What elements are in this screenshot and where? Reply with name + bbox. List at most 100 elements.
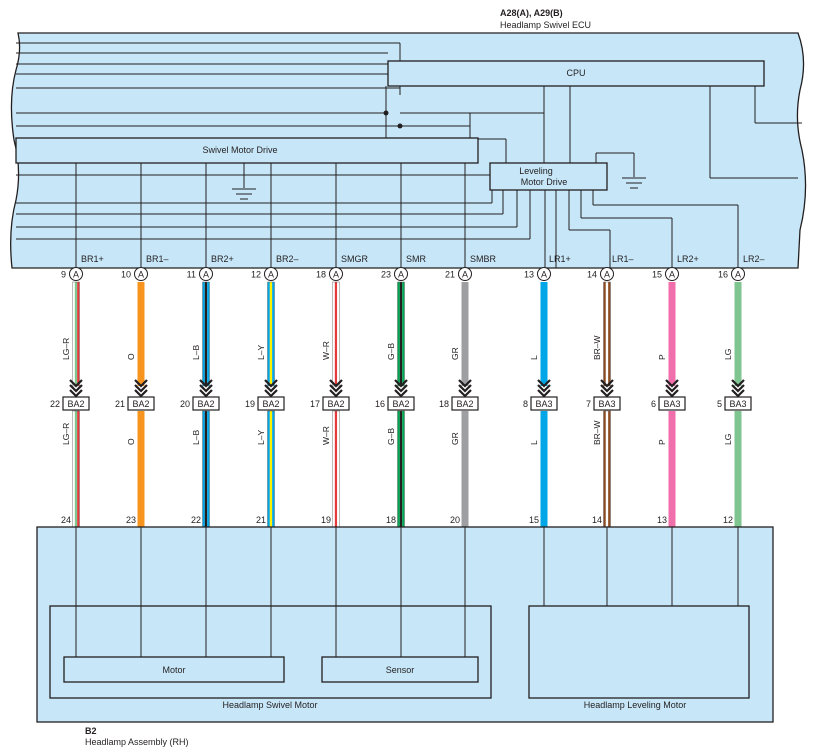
assembly-pin-number: 13 — [657, 515, 667, 525]
assembly-code: B2 — [85, 726, 97, 736]
wire-color-label-lower: LG — [723, 434, 733, 445]
wire-segment — [734, 411, 742, 527]
ecu-connector-marker — [134, 267, 148, 281]
joint-connector-box — [192, 396, 220, 411]
motor-block — [63, 656, 285, 683]
junction-dot — [383, 110, 389, 116]
junction-dot — [397, 123, 403, 129]
ecu-internal-wiring — [16, 42, 802, 268]
ecu-connector-marker — [394, 267, 408, 281]
wire-stripe — [74, 411, 78, 527]
wire-color-label-upper: L — [529, 355, 539, 360]
ecu-signal-label: LR1– — [612, 254, 634, 264]
wire-stripe — [332, 282, 335, 386]
wire-stripe — [402, 411, 405, 527]
ecu-pin-number: 18 — [316, 270, 326, 280]
joint-connector-label: BA2 — [67, 399, 84, 409]
wire-color-label-lower: BR–W — [592, 420, 602, 445]
ecu-connector-letter: A — [669, 270, 675, 280]
assembly-pin-number: 15 — [529, 515, 539, 525]
wire-color-label-lower: L–Y — [256, 430, 266, 445]
wire-color-label-lower: LG–R — [61, 423, 71, 445]
wire-stripe — [77, 411, 80, 527]
leveling-motor-drive-block — [489, 162, 608, 191]
wire-color-label-lower: G–B — [386, 428, 396, 445]
ecu-connector-letter: A — [604, 270, 610, 280]
wire-stripe — [603, 411, 606, 527]
ecu-pin-number: 13 — [524, 270, 534, 280]
ecu-signal-label: SMR — [406, 254, 427, 264]
circuit-lr2: LR2–A16LGLGBA3512LR2– — [717, 254, 765, 542]
assembly-pin-number: 12 — [723, 515, 733, 525]
headlamp-leveling-motor-label: Headlamp Leveling Motor — [584, 700, 687, 710]
ecu-connector-letter: A — [735, 270, 741, 280]
joint-connector-label: BA2 — [197, 399, 214, 409]
wire-stripe — [207, 282, 210, 386]
wire-stripe — [605, 282, 609, 386]
leveling-drive-label-line2: Motor Drive — [521, 177, 568, 187]
connector-chevron-icon — [665, 379, 679, 398]
wire-segment — [734, 282, 742, 386]
swivel-motor-drive-label: Swivel Motor Drive — [202, 145, 277, 155]
assembly-pin-number: 23 — [126, 515, 136, 525]
joint-connector-box — [451, 396, 479, 411]
wire-stripe — [267, 282, 270, 386]
wire-color-label-upper: G–B — [386, 343, 396, 360]
joint-pin-number: 7 — [586, 399, 591, 409]
wire-stripe — [269, 282, 273, 386]
joint-connector-label: BA2 — [132, 399, 149, 409]
connector-chevron-icon — [458, 379, 472, 398]
ecu-pin-number: 21 — [445, 270, 455, 280]
wire-segment — [461, 411, 469, 527]
ecu-name: Headlamp Swivel ECU — [500, 20, 591, 30]
ecu-signal-label: BR2+ — [211, 254, 234, 264]
wire-stripe — [603, 282, 606, 386]
wire-color-label-upper: GR — [450, 347, 460, 360]
ecu-connector-marker — [537, 267, 551, 281]
wire-stripe — [334, 411, 338, 527]
ecu-pin-number: 16 — [718, 270, 728, 280]
wire-stripe — [207, 411, 210, 527]
wire-stripe — [337, 282, 340, 386]
ecu-code: A28(A), A29(B) — [500, 8, 563, 18]
connector-chevron-icon — [329, 379, 343, 398]
ecu-connector-marker — [600, 267, 614, 281]
joint-connector-label: BA2 — [456, 399, 473, 409]
connector-chevron-icon — [134, 379, 148, 398]
wire-stripe — [334, 282, 338, 386]
ecu-signal-label: BR1– — [146, 254, 169, 264]
joint-connector-label: BA3 — [729, 399, 746, 409]
joint-pin-number: 22 — [50, 399, 60, 409]
wire-stripe — [399, 411, 403, 527]
joint-pin-number: 16 — [375, 399, 385, 409]
joint-connector-box — [322, 396, 350, 411]
joint-pin-number: 20 — [180, 399, 190, 409]
ecu-connector-letter: A — [398, 270, 404, 280]
assembly-pin-number: 18 — [386, 515, 396, 525]
wire-stripe — [397, 282, 400, 386]
wire-stripe — [605, 411, 609, 527]
wire-segment — [461, 282, 469, 386]
wire-segment — [137, 282, 145, 386]
motor-label: Motor — [162, 665, 185, 675]
wire-stripe — [267, 411, 270, 527]
joint-connector-box — [530, 396, 558, 411]
ecu-connector-letter: A — [203, 270, 209, 280]
assembly-pin-number: 19 — [321, 515, 331, 525]
joint-pin-number: 8 — [523, 399, 528, 409]
wire-segment — [540, 411, 548, 527]
connector-chevron-icon — [600, 379, 614, 398]
joint-connector-box — [387, 396, 415, 411]
ecu-pin-number: 12 — [251, 270, 261, 280]
ecu-connector-marker — [199, 267, 213, 281]
joint-connector-label: BA2 — [392, 399, 409, 409]
ecu-connector-marker — [264, 267, 278, 281]
ecu-signal-label: LR2– — [743, 254, 765, 264]
wire-color-label-upper: LG–R — [61, 338, 71, 360]
wire-stripe — [399, 282, 403, 386]
ecu-connector-marker — [731, 267, 745, 281]
ecu-connector-marker — [458, 267, 472, 281]
cpu-block — [387, 60, 765, 87]
ecu-pin-number: 14 — [587, 270, 597, 280]
